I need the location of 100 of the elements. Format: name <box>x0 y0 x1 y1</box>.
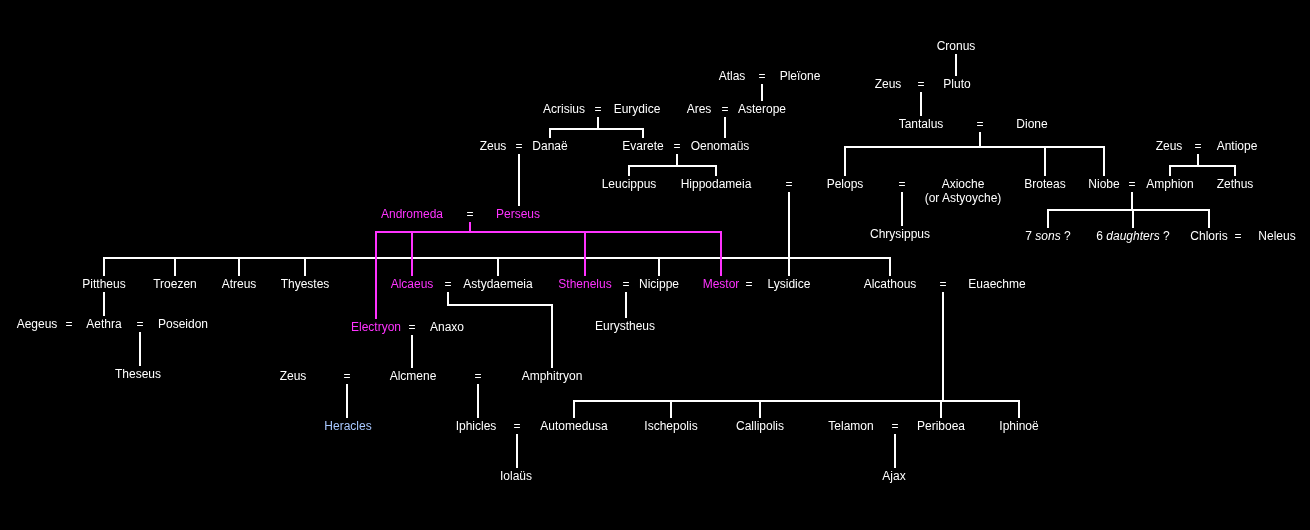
person-name: Andromeda <box>380 206 444 222</box>
person-name: Acrisius <box>542 101 586 117</box>
descent-line <box>139 331 141 367</box>
descent-line <box>955 53 957 77</box>
person-name: Eurydice <box>612 101 662 117</box>
marriage-sign: = <box>135 316 145 332</box>
person-name: Danaë <box>531 138 569 154</box>
person-name: Atlas <box>717 68 747 84</box>
marriage-sign: = <box>443 276 453 292</box>
person-name: Aegeus <box>15 316 59 332</box>
person-name: Asterope <box>737 101 787 117</box>
person-name: Alcmene <box>388 368 438 384</box>
marriage-sign: = <box>512 418 522 434</box>
person-name: Ischepolis <box>643 418 699 434</box>
person-name: Poseidon <box>157 316 209 332</box>
person-name: Thyestes <box>279 276 331 292</box>
marriage-sign: = <box>916 76 926 92</box>
marriage-sign: = <box>621 276 631 292</box>
descent-line <box>761 83 763 102</box>
person-name: Dione <box>1015 116 1049 132</box>
person-name: Theseus <box>114 366 162 382</box>
marriage-sign: = <box>938 276 948 292</box>
descent-line <box>979 131 1105 177</box>
person-name: Heracles <box>323 418 373 434</box>
marriage-sign: = <box>593 101 603 117</box>
marriage-sign: = <box>64 316 74 332</box>
person-name: Periboea <box>916 418 966 434</box>
descent-line <box>346 383 348 419</box>
descent-line <box>518 153 520 207</box>
person-name: Hippodameia <box>679 176 753 192</box>
person-name: Aethra <box>85 316 123 332</box>
descent-line <box>469 221 722 277</box>
person-name: Tantalus <box>897 116 945 132</box>
person-name: Antiope <box>1215 138 1259 154</box>
person-name: Oenomaüs <box>689 138 751 154</box>
descent-line <box>901 191 903 227</box>
person-name: Callipolis <box>735 418 785 434</box>
person-name: Leucippus <box>600 176 658 192</box>
person-name: Zeus <box>478 138 508 154</box>
descent-line <box>788 191 891 277</box>
descent-line <box>1197 153 1236 177</box>
person-name: Amphitryon <box>520 368 584 384</box>
person-name: Automedusa <box>539 418 609 434</box>
person-name: 6 daughters ? <box>1095 228 1171 244</box>
person-name: Iphicles <box>454 418 498 434</box>
descent-line <box>447 291 553 369</box>
descent-line <box>920 91 922 117</box>
person-name: Chrysippus <box>869 226 931 242</box>
person-name: Amphion <box>1145 176 1195 192</box>
marriage-sign: = <box>897 176 907 192</box>
marriage-sign: = <box>757 68 767 84</box>
marriage-sign: = <box>1127 176 1137 192</box>
marriage-sign: = <box>407 319 417 335</box>
person-name: Euaechme <box>967 276 1027 292</box>
person-name: Eurystheus <box>594 318 656 334</box>
marriage-sign: = <box>1233 228 1243 244</box>
person-name: Cronus <box>935 38 977 54</box>
person-name: Ares <box>685 101 713 117</box>
person-name: Zeus <box>278 368 308 384</box>
person-name: Sthenelus <box>557 276 613 292</box>
person-name: 7 sons ? <box>1024 228 1072 244</box>
person-name: Chloris <box>1189 228 1229 244</box>
person-name: Atreus <box>220 276 258 292</box>
person-name: Ajax <box>881 468 907 484</box>
person-name: Pittheus <box>81 276 127 292</box>
descent-line <box>103 291 105 317</box>
person-name: Zeus <box>1154 138 1184 154</box>
descent-line <box>676 153 717 177</box>
person-name: Troezen <box>152 276 198 292</box>
marriage-sign: = <box>1193 138 1203 154</box>
person-name: Niobe <box>1087 176 1121 192</box>
marriage-sign: = <box>890 418 900 434</box>
person-name: Electryon <box>350 319 402 335</box>
person-name: Alcathous <box>862 276 918 292</box>
name-note: (or Astyoyche) <box>924 191 1002 205</box>
marriage-sign: = <box>514 138 524 154</box>
person-name: Zeus <box>873 76 903 92</box>
person-name: Broteas <box>1023 176 1067 192</box>
marriage-sign: = <box>473 368 483 384</box>
marriage-sign: = <box>720 101 730 117</box>
descent-line <box>1131 191 1210 229</box>
descent-line <box>516 433 518 469</box>
descent-line <box>597 116 644 139</box>
descent-line <box>477 383 479 419</box>
marriage-sign: = <box>672 138 682 154</box>
descent-line <box>724 116 726 139</box>
descent-line <box>894 433 896 469</box>
person-name: Telamon <box>827 418 875 434</box>
person-name: Iolaüs <box>499 468 533 484</box>
person-name: Anaxo <box>429 319 465 335</box>
person-name: Evarete <box>621 138 665 154</box>
person-name: Pleïone <box>778 68 822 84</box>
person-name: Pelops <box>825 176 865 192</box>
person-name: Lysidice <box>766 276 812 292</box>
marriage-sign: = <box>784 176 794 192</box>
descent-line <box>411 334 413 369</box>
person-name: Zethus <box>1215 176 1255 192</box>
person-name: Astydaemeia <box>462 276 534 292</box>
person-name: Axioche <box>940 177 986 191</box>
marriage-sign: = <box>975 116 985 132</box>
